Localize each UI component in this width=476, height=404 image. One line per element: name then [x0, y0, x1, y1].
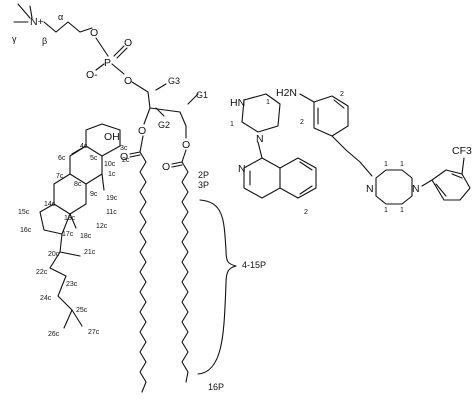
c12-label: 12c: [96, 223, 108, 230]
phosphorus-label: P: [104, 57, 111, 69]
c3-label: 3c: [120, 145, 128, 152]
c18-label: 18c: [80, 233, 92, 240]
c16-label: 16c: [20, 227, 32, 234]
o-bridge1-label: O: [90, 27, 98, 39]
pos1-br-label: 1: [400, 207, 404, 214]
c17-label: 17c: [62, 231, 74, 238]
g1-label: G1: [196, 90, 208, 100]
c15-label: 15c: [18, 209, 30, 216]
c27-label: 27c: [88, 329, 100, 336]
n-plus-label: N+: [30, 16, 44, 28]
carbonyl-o-right-label: O: [162, 161, 170, 173]
o-sn1-label: O: [182, 139, 190, 151]
c23-label: 23c: [66, 281, 78, 288]
end-16p-label: 16P: [208, 382, 224, 392]
pos1-tl-label: 1: [384, 161, 388, 168]
cf3-label: CF3: [452, 145, 472, 157]
c2p-label: 2P: [198, 170, 209, 180]
pos1b-label: 1: [230, 121, 234, 128]
n-ring-label: N: [256, 133, 264, 145]
cholesterol: OH 4c 5c 3c 2c 1c 10c 6c 7c 8c 9c 19c 11…: [18, 123, 130, 338]
o-bridge2-label: O: [124, 75, 132, 87]
range-4-15p-label: 4-15P: [242, 260, 266, 270]
o-minus-label: O-: [86, 69, 98, 81]
carbonyl-o-left-label: O: [120, 151, 128, 163]
o-double-label: O: [124, 37, 132, 49]
c6-label: 6c: [58, 155, 66, 162]
pos1-tr-label: 1: [400, 161, 404, 168]
pos1a-label: 1: [266, 99, 270, 106]
n-quin-label: N: [238, 163, 246, 175]
c13-label: 13c: [64, 215, 76, 222]
pos2a-label: 2: [340, 91, 344, 98]
c5-label: 5c: [90, 155, 98, 162]
c19-label: 19c: [106, 195, 118, 202]
c11-label: 11c: [106, 209, 117, 216]
c2-label: 2c: [122, 157, 130, 164]
c1-label: 1c: [108, 171, 116, 178]
nh2-label: H2N: [276, 87, 297, 99]
c8-label: 8c: [74, 181, 82, 188]
o-sn2-label: O: [138, 125, 146, 137]
c24-label: 24c: [40, 295, 52, 302]
c9-label: 9c: [90, 191, 98, 198]
n-left-label: N: [366, 183, 374, 195]
c14-label: 14c: [44, 201, 56, 208]
glycerol-backbone: G3 G1 G2 O O O O 2P 3P 16P 4-15P: [120, 76, 266, 393]
c3p-label: 3P: [198, 180, 209, 190]
quipazine: HN N 1 1 N 2: [230, 93, 317, 216]
c26-label: 26c: [48, 331, 60, 338]
c22-label: 22c: [36, 269, 48, 276]
c21-label: 21c: [84, 249, 96, 256]
n-right-label: N: [412, 183, 420, 195]
c20-label: 20c: [48, 251, 60, 258]
g3-label: G3: [168, 76, 180, 86]
c4-label: 4c: [80, 143, 88, 150]
nh-label: HN: [230, 97, 245, 109]
beta-label: β: [42, 36, 47, 46]
pos1-bl-label: 1: [384, 207, 388, 214]
alpha-label: α: [58, 12, 63, 22]
gamma-label: γ: [12, 34, 17, 44]
oh-label: OH: [104, 131, 120, 143]
pos2-label: 2: [304, 209, 308, 216]
phosphocholine-headgroup: N+ α β γ O P O O- O: [12, 3, 149, 93]
c7-label: 7c: [56, 173, 64, 180]
pos2b-label: 2: [300, 119, 304, 126]
aryl-piperazine: H2N 2 2 N N 1 1 1 1 CF3: [276, 87, 472, 214]
g2-label: G2: [158, 120, 170, 130]
c25-label: 25c: [76, 307, 88, 314]
c10-label: 10c: [104, 161, 116, 168]
